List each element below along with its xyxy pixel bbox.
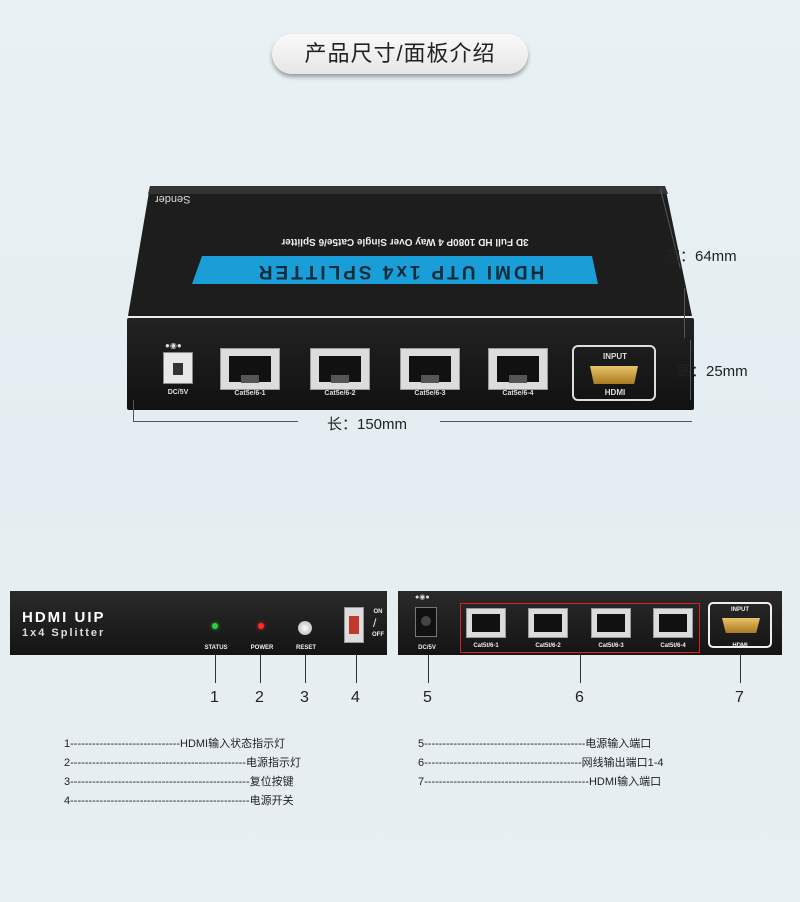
back-dc-jack[interactable]	[415, 607, 437, 637]
callout-number: 7	[735, 689, 744, 706]
callout-tick	[428, 655, 429, 683]
back-port-label: Cat5t/6-2	[535, 643, 561, 649]
rj45-port-3[interactable]	[400, 348, 460, 390]
device-subtitle: 3D Full HD 1080P 4 Way Over Single Cat5e…	[281, 236, 529, 247]
back-port-label: Cat5t/6-3	[598, 643, 624, 649]
port-label: Cat5e/6-2	[324, 390, 356, 397]
front-panel	[10, 591, 387, 655]
legend-item: 1------------------------------HDMI输入状态指…	[64, 738, 286, 750]
back-port-label: Cat5t/6-4	[660, 643, 686, 649]
reset-button[interactable]	[298, 621, 312, 635]
dc-jack[interactable]	[163, 352, 193, 384]
switch-slash-icon: /	[373, 616, 377, 630]
legend-item: 5---------------------------------------…	[418, 738, 652, 750]
height-dim-line	[684, 288, 685, 338]
port-label: Cat5e/6-4	[502, 390, 534, 397]
callout-tick	[215, 655, 216, 683]
rj45-port-1[interactable]	[220, 348, 280, 390]
length-dim-line	[440, 421, 692, 422]
callout-number: 6	[575, 689, 584, 706]
dc-label: DC/5V	[167, 389, 189, 396]
legend-item: 3---------------------------------------…	[64, 776, 294, 788]
power-switch[interactable]	[344, 607, 364, 643]
reset-label: RESET	[295, 645, 316, 651]
back-port-label: Cat5t/6-1	[473, 643, 499, 649]
hdmi-port[interactable]	[590, 366, 638, 384]
rj45-port-2[interactable]	[310, 348, 370, 390]
status-led	[212, 623, 218, 629]
brand-label: Sender	[155, 193, 191, 205]
rj45-port-4[interactable]	[488, 348, 548, 390]
back-panel	[398, 591, 782, 655]
callout-tick	[356, 655, 357, 683]
length-dimension: 长：150mm	[327, 416, 408, 433]
front-panel-subtitle: 1x4 Splitter	[22, 627, 106, 639]
on-label: ON	[373, 609, 383, 615]
width-dimension: 宽：64mm	[665, 248, 737, 265]
off-label: OFF	[372, 632, 384, 638]
back-hdmi-frame	[708, 602, 772, 648]
back-rj45-port-2[interactable]	[528, 608, 568, 638]
hdmi-input-frame	[572, 345, 656, 401]
callout-tick	[740, 655, 741, 683]
legend-item: 7---------------------------------------…	[418, 776, 662, 788]
back-dc-label: DC/5V	[418, 645, 436, 651]
page-title: 产品尺寸/面板介绍	[272, 34, 528, 74]
back-rj45-port-3[interactable]	[591, 608, 631, 638]
back-rj45-port-1[interactable]	[466, 608, 506, 638]
callout-number: 2	[255, 689, 264, 706]
callout-number: 3	[300, 689, 309, 706]
back-input-label: INPUT	[731, 607, 749, 613]
port-label: Cat5e/6-1	[234, 390, 266, 397]
device-name: HDMI UTP 1x4 SPLITTER	[255, 261, 545, 282]
legend-item: 6---------------------------------------…	[418, 757, 664, 769]
back-hdmi-port[interactable]	[722, 618, 760, 633]
back-dc-polarity-icon: ●◉●	[415, 594, 430, 601]
port-label: Cat5e/6-3	[414, 390, 446, 397]
length-dim-line	[133, 400, 134, 422]
back-hdmi-label: HDMI	[732, 643, 748, 649]
callout-number: 1	[210, 689, 219, 706]
device-top-image	[128, 186, 692, 316]
hdmi-input-label: INPUT	[603, 352, 627, 361]
length-dim-line	[133, 421, 298, 422]
height-dim-line	[690, 340, 691, 400]
power-label: POWER	[250, 645, 274, 651]
dc-polarity-icon: ●◉●	[165, 341, 182, 350]
power-led	[258, 623, 264, 629]
legend-item: 4---------------------------------------…	[64, 795, 294, 807]
back-rj45-port-4[interactable]	[653, 608, 693, 638]
callout-tick	[260, 655, 261, 683]
callout-tick	[580, 655, 581, 683]
legend-item: 2---------------------------------------…	[64, 757, 301, 769]
front-panel-title: HDMI UIP	[22, 609, 106, 626]
ports-highlight	[460, 603, 700, 653]
height-dimension: 高：25mm	[676, 363, 748, 380]
status-label: STATUS	[204, 645, 228, 651]
callout-tick	[305, 655, 306, 683]
hdmi-label: HDMI	[604, 388, 626, 397]
callout-number: 5	[423, 689, 432, 706]
callout-number: 4	[351, 689, 360, 706]
